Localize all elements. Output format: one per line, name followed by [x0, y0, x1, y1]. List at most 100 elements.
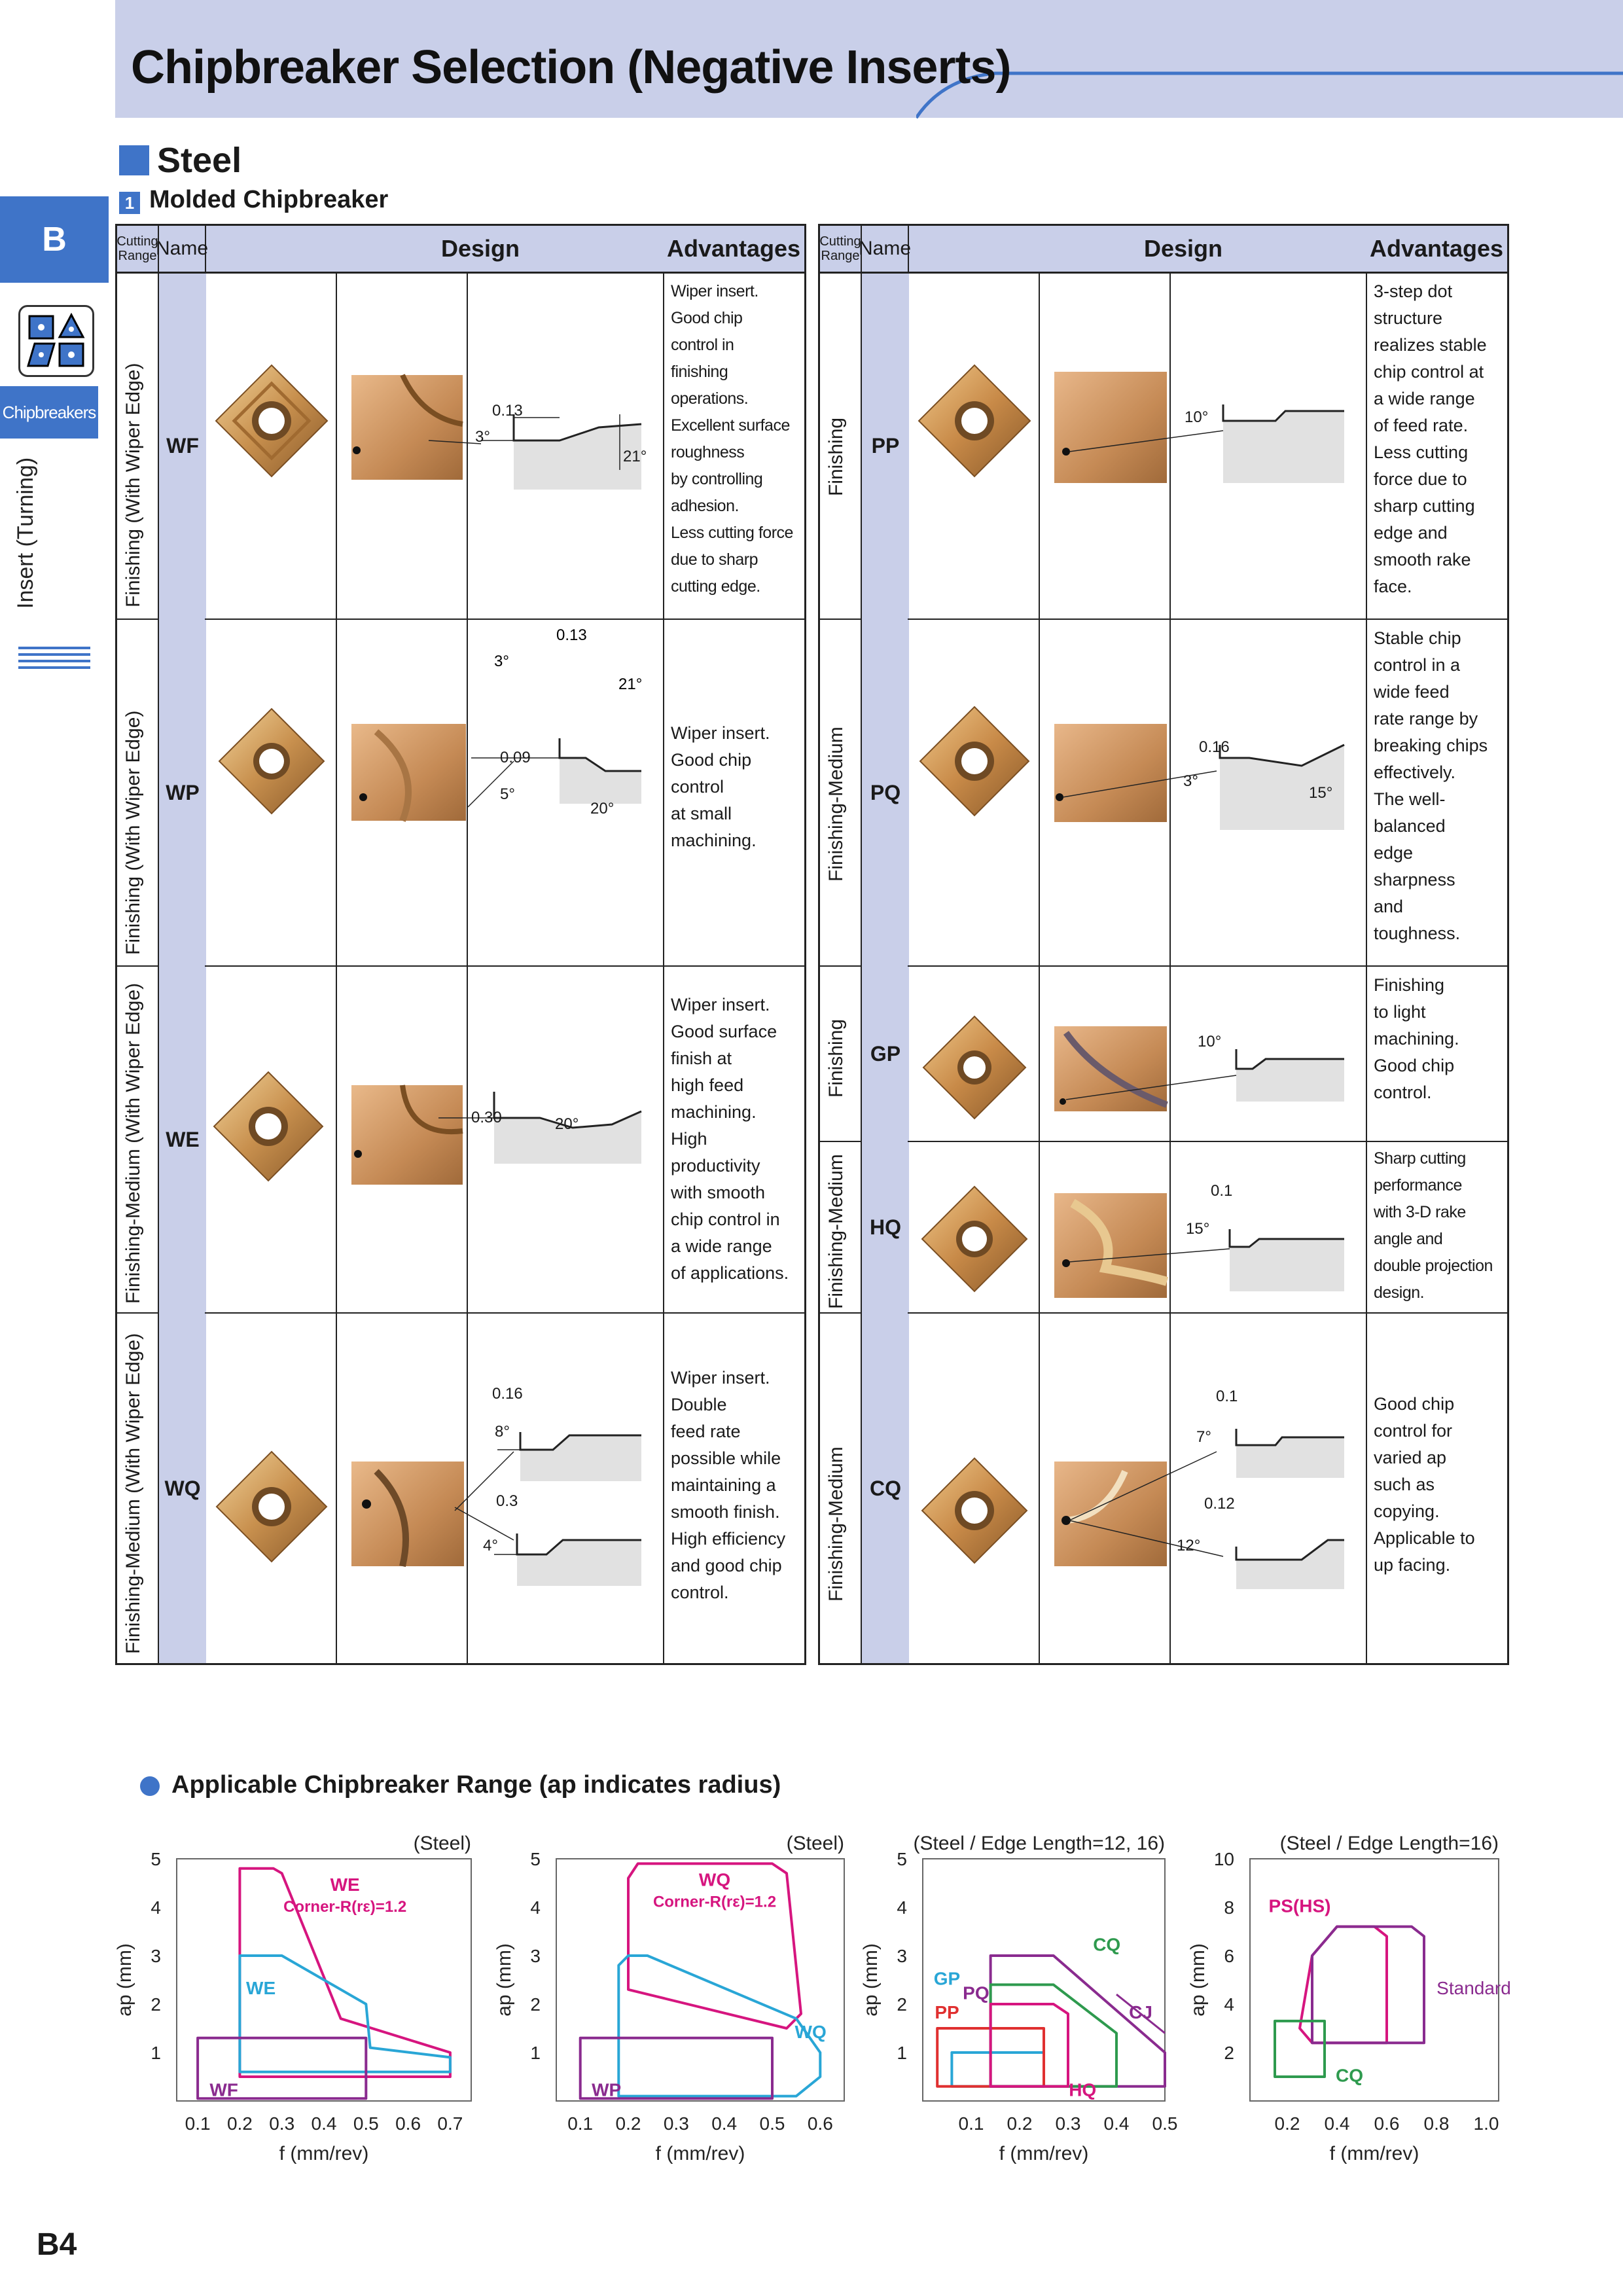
y-tick-label: 6 — [1224, 1946, 1234, 1966]
series-label: GP — [934, 1968, 960, 1988]
range-area-wq — [627, 1862, 802, 2030]
x-tick-label: 0.3 — [1056, 2113, 1081, 2134]
header-name: Name — [156, 226, 208, 272]
range-area-wf — [196, 2036, 368, 2100]
cutting-range-cell: Finishing — [825, 417, 847, 496]
cutting-range-cell: Finishing-Medium — [825, 1446, 847, 1602]
chart-title: (Steel) — [414, 1833, 471, 1854]
range-area-we — [238, 1954, 452, 2073]
dim-label: 12° — [1177, 1537, 1201, 1554]
insert-cq-closeup — [1054, 1462, 1167, 1566]
y-axis-label: ap (mm) — [493, 1943, 515, 2017]
insert-we-closeup — [351, 1085, 463, 1185]
dim-label: 0.09 — [500, 749, 531, 766]
dim-label: 4° — [483, 1537, 498, 1554]
dim-label: 3° — [475, 428, 490, 446]
x-tick-label: 0.8 — [1424, 2113, 1450, 2134]
dim-label: 10° — [1198, 1033, 1222, 1050]
series-label: WQ — [795, 2022, 827, 2042]
left-design-drawings: 0.13 3° 21° — [213, 364, 642, 1586]
series-label: CQ — [1336, 2065, 1363, 2085]
y-tick-label: 2 — [530, 1994, 541, 2015]
section-profile-pq — [1062, 744, 1345, 830]
dim-label: 0.3 — [496, 1492, 518, 1510]
dim-label: 15° — [1309, 784, 1333, 802]
dim-label: 0.16 — [1199, 738, 1230, 756]
section-profile-hq — [1069, 1229, 1344, 1291]
chipbreaker-name-wp: WP — [159, 620, 206, 965]
series-sublabel: Corner-R(rε)=1.2 — [653, 1893, 776, 1910]
sidebar-rule — [18, 666, 90, 669]
x-tick-label: 0.3 — [664, 2113, 689, 2134]
section-bullet — [119, 145, 149, 175]
series-label: CQ — [1093, 1935, 1120, 1955]
y-axis-label: ap (mm) — [114, 1943, 135, 2017]
x-tick-label: 0.2 — [227, 2113, 253, 2134]
chipbreaker-name-we: WE — [159, 967, 206, 1312]
y-axis-label: ap (mm) — [1187, 1943, 1209, 2017]
header-advantages: Advantages — [663, 226, 804, 272]
y-tick-label: 2 — [151, 1994, 161, 2015]
dim-label: 21° — [623, 448, 647, 465]
chipbreaker-name-pq: PQ — [862, 620, 909, 965]
x-tick-label: 0.7 — [437, 2113, 463, 2134]
dim-label: 0.30 — [471, 1109, 502, 1126]
x-tick-label: 0.4 — [1325, 2113, 1350, 2134]
insert-wp-closeup — [351, 724, 466, 822]
range-area-standard — [1311, 1925, 1425, 2045]
x-axis-label: f (mm/rev) — [656, 2143, 745, 2164]
y-tick-label: 2 — [897, 1994, 907, 2015]
range-section-title: Applicable Chipbreaker Range (ap indicat… — [171, 1771, 781, 1799]
section-tab-b[interactable]: B — [0, 196, 109, 283]
series-label: PS(HS) — [1269, 1895, 1331, 1916]
x-tick-label: 0.2 — [1007, 2113, 1033, 2134]
dim-label: 0.13 — [492, 402, 523, 420]
y-tick-label: 4 — [151, 1897, 161, 1918]
right-design-drawings — [918, 364, 1345, 1589]
cutting-range-cell: Finishing-Medium (With Wiper Edge) — [122, 982, 144, 1304]
cutting-range-cell: Finishing — [825, 1018, 847, 1098]
header-swoosh — [916, 71, 1623, 119]
x-axis-label: f (mm/rev) — [999, 2143, 1089, 2164]
cutting-range-cell: Finishing (With Wiper Edge) — [122, 363, 144, 607]
series-label: WE — [246, 1978, 276, 1998]
y-tick-label: 8 — [1224, 1897, 1234, 1918]
chipbreaker-name-hq: HQ — [862, 1142, 909, 1312]
dim-label: 0.1 — [1211, 1182, 1233, 1200]
dim-label: 20° — [590, 800, 615, 817]
dim-label: 0.12 — [1204, 1495, 1235, 1513]
chipbreaker-name-wf: WF — [159, 274, 206, 619]
insert-we-image — [213, 1071, 324, 1182]
range-area-wq — [617, 1954, 822, 2098]
y-tick-label: 4 — [897, 1897, 907, 1918]
series-label: WQ — [699, 1869, 730, 1890]
y-tick-label: 2 — [1224, 2043, 1234, 2063]
insert-wf-image — [215, 364, 329, 478]
y-tick-label: 4 — [530, 1897, 541, 1918]
y-tick-label: 3 — [897, 1946, 907, 1966]
sidebar-chipbreakers-tab[interactable]: Chipbreakers — [0, 386, 98, 439]
section-title: Steel — [157, 141, 242, 180]
section-profile-wp — [467, 738, 641, 808]
x-axis-label: f (mm/rev) — [1330, 2143, 1419, 2164]
header-advantages: Advantages — [1366, 226, 1507, 272]
series-label: HQ — [1069, 2080, 1096, 2100]
range-area-we — [238, 1867, 452, 2078]
y-axis-label: ap (mm) — [860, 1943, 882, 2017]
dim-wf-3: 21° — [618, 675, 642, 693]
insert-pq-image — [919, 706, 1030, 817]
x-tick-label: 0.1 — [567, 2113, 593, 2134]
subsection-number: 1 — [119, 192, 140, 214]
section-profile-wf: 0.13 3° 21° — [428, 414, 642, 693]
insert-wq-closeup — [351, 1462, 464, 1568]
x-tick-label: 0.6 — [395, 2113, 421, 2134]
y-tick-label: 5 — [897, 1849, 907, 1869]
page-number: B4 — [37, 2227, 77, 2262]
range-area-cq — [1274, 2019, 1326, 2078]
section-profile-wq-2 — [454, 1507, 641, 1586]
range-bullet — [140, 1776, 160, 1796]
